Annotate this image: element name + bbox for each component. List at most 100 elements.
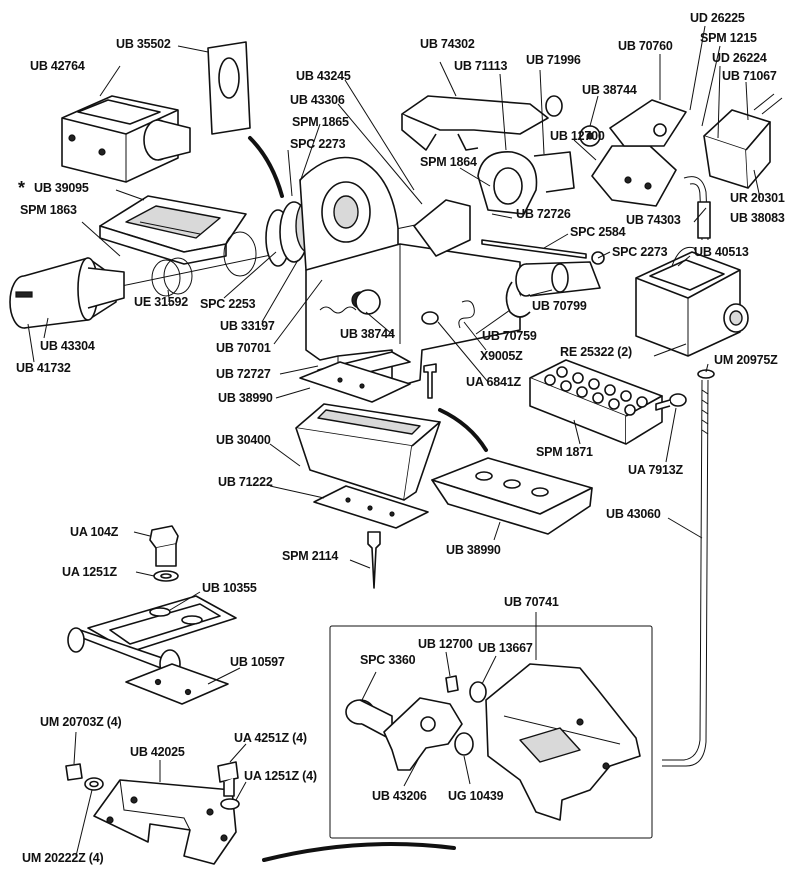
switch-ub71067 [703, 93, 783, 189]
connector-pins [544, 366, 648, 416]
label-ub70799: UB 70799 [532, 299, 587, 313]
label-ub71113: UB 71113 [454, 59, 508, 73]
label-ur20301: UR 20301 [730, 191, 785, 205]
label-ub38990b: UB 38990 [446, 543, 501, 557]
label-ub71067: UB 71067 [722, 69, 777, 83]
label-ub43206: UB 43206 [372, 789, 427, 803]
label-um20222z: UM 20222Z (4) [22, 851, 103, 865]
gasket-ub35502 [207, 41, 284, 198]
label-spm1215: SPM 1215 [700, 31, 757, 45]
disc-ub70701 [299, 156, 399, 271]
plate-ub71222 [313, 485, 429, 529]
label-ub70759: UB 70759 [482, 329, 537, 343]
cable-ub38083 [683, 176, 711, 241]
label-ub40513: UB 40513 [694, 245, 749, 259]
label-ub43245: UB 43245 [296, 69, 351, 83]
part-labels: UB 42764 UB 35502 UB 74302 UB 71113 UB 7… [16, 11, 785, 865]
washer-ua6841z [421, 311, 439, 325]
label-spm1871: SPM 1871 [536, 445, 593, 459]
label-ug10439: UG 10439 [448, 789, 504, 803]
label-ua6841z: UA 6841Z [466, 375, 521, 389]
pin-spm2114 [367, 531, 381, 589]
solenoid-ub42764 [61, 95, 191, 183]
bracket-ub30400 [295, 403, 441, 501]
label-ub43306: UB 43306 [290, 93, 345, 107]
label-ub70760: UB 70760 [618, 39, 673, 53]
label-ub38083: UB 38083 [730, 211, 785, 225]
bolts-bottom-left [65, 761, 240, 810]
rings-ue31592 [151, 231, 257, 297]
bracket-ub74303 [591, 99, 687, 207]
label-ua7913z: UA 7913Z [628, 463, 683, 477]
label-spc3360: SPC 3360 [360, 653, 416, 667]
label-ud26225: UD 26225 [690, 11, 745, 25]
leader-lines [27, 25, 761, 857]
label-ub70741: UB 70741 [504, 595, 559, 609]
label-re25322: RE 25322 (2) [560, 345, 632, 359]
label-ub43060: UB 43060 [606, 507, 661, 521]
label-ub35502: UB 35502 [116, 37, 171, 51]
label-ub42025: UB 42025 [130, 745, 185, 759]
inset-parts [345, 663, 641, 821]
inset-box-ub70741 [329, 625, 653, 839]
bracket-ub42025 [93, 779, 237, 865]
label-ub30400: UB 30400 [216, 433, 271, 447]
label-ub41732: UB 41732 [16, 361, 71, 375]
label-ub13667: UB 13667 [478, 641, 533, 655]
label-spc2273b: SPC 2273 [612, 245, 668, 259]
label-ue31592: UE 31592 [134, 295, 188, 309]
label-ua104z: UA 104Z [70, 525, 119, 539]
label-ub38990a: UB 38990 [218, 391, 273, 405]
label-spm1864: SPM 1864 [420, 155, 477, 169]
label-um20703z: UM 20703Z (4) [40, 715, 121, 729]
label-um20975z: UM 20975Z [714, 353, 778, 367]
label-ua4251z: UA 4251Z (4) [234, 731, 307, 745]
label-ua1251z-a: UA 1251Z [62, 565, 117, 579]
label-ud26224: UD 26224 [712, 51, 767, 65]
label-ub70701: UB 70701 [216, 341, 271, 355]
label-ub38744a: UB 38744 [582, 83, 637, 97]
label-ub12700b: UB 12700 [418, 637, 473, 651]
plate-ub10597 [125, 663, 229, 705]
label-ub10355: UB 10355 [202, 581, 257, 595]
bolt-ua104z [149, 525, 179, 582]
label-ub38744b: UB 38744 [340, 327, 395, 341]
tray-ub38990 [431, 408, 593, 535]
label-ub39095-mark: * [18, 178, 25, 198]
label-ub71222: UB 71222 [218, 475, 273, 489]
label-ub39095: UB 39095 [34, 181, 89, 195]
label-ub42764: UB 42764 [30, 59, 85, 73]
pin-spc2584 [481, 239, 587, 259]
spring-x9005z [458, 300, 475, 329]
gasket-ub38990-top [299, 361, 411, 403]
connector-spm1871 [529, 359, 663, 445]
label-x9005z: X9005Z [480, 349, 523, 363]
label-spm1865: SPM 1865 [292, 115, 349, 129]
cover-ub74302 [401, 95, 563, 151]
hook-ub70759 [505, 281, 531, 318]
actuator-ub70799 [515, 261, 601, 297]
label-spm1863: SPM 1863 [20, 203, 77, 217]
label-spm2114: SPM 2114 [282, 549, 338, 563]
label-spc2273a: SPC 2273 [290, 137, 346, 151]
screw-ua7913z [655, 393, 687, 411]
label-ub12700a: UB 12700 [550, 129, 605, 143]
label-ub74302: UB 74302 [420, 37, 475, 51]
label-ub10597: UB 10597 [230, 655, 285, 669]
label-ub43304: UB 43304 [40, 339, 95, 353]
label-spc2253: SPC 2253 [200, 297, 256, 311]
bracket-ub10355 [67, 595, 237, 679]
label-ub71996: UB 71996 [526, 53, 581, 67]
label-ub72727: UB 72727 [216, 367, 271, 381]
lock-barrel-ub43304 [9, 257, 125, 329]
label-ua1251z-b: UA 1251Z (4) [244, 769, 317, 783]
bolt-ua6841z [423, 363, 437, 399]
solenoid-ub40513 [635, 246, 749, 357]
plate-ub39095 [99, 195, 247, 265]
leader-curve-bottom [262, 842, 456, 862]
washers-spc2253 [265, 199, 321, 267]
coil-spring [319, 306, 357, 314]
ring-ub71113 [477, 151, 575, 215]
rod-ub43060 [662, 369, 715, 767]
